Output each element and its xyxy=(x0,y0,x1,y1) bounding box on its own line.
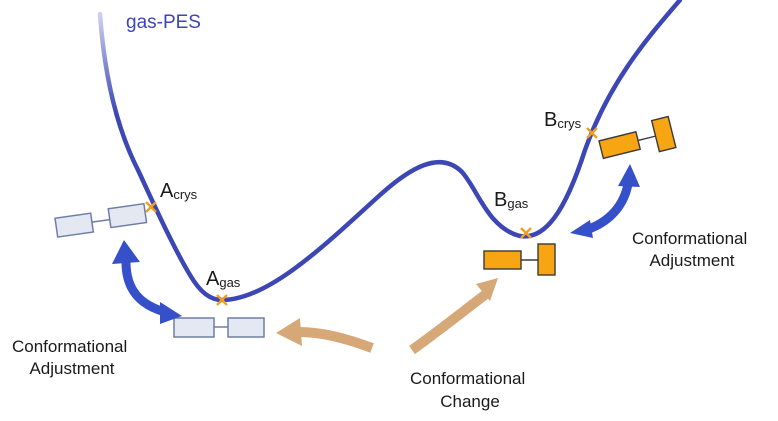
label-a-crys: Acrys xyxy=(160,180,198,202)
marker-a-crys xyxy=(145,201,157,213)
marker-b-gas xyxy=(520,227,532,239)
pes-curve-left-wall xyxy=(97,11,225,303)
conformer-b-crys xyxy=(598,115,677,160)
conformer-a-crys xyxy=(54,202,148,238)
adjust-arrow-left xyxy=(112,240,182,324)
conformer-b-gas xyxy=(483,243,556,276)
label-a-gas: Agas xyxy=(206,268,241,290)
label-b-crys: Bcrys xyxy=(544,109,582,131)
marker-b-crys xyxy=(586,127,598,139)
change-arrow-to-a xyxy=(276,318,374,353)
adjust-arrow-right xyxy=(570,164,640,238)
change-arrow-to-b xyxy=(409,278,498,355)
curve-label: gas-PES xyxy=(126,12,201,33)
label-adjust-left: Conformational Adjustment xyxy=(12,337,132,378)
label-b-gas: Bgas xyxy=(494,189,529,211)
conformer-a-gas xyxy=(173,317,265,338)
label-adjust-right: Conformational Adjustment xyxy=(632,229,752,270)
marker-a-gas xyxy=(216,294,228,306)
label-change: Conformational Change xyxy=(410,369,530,411)
pes-curve xyxy=(219,0,683,303)
